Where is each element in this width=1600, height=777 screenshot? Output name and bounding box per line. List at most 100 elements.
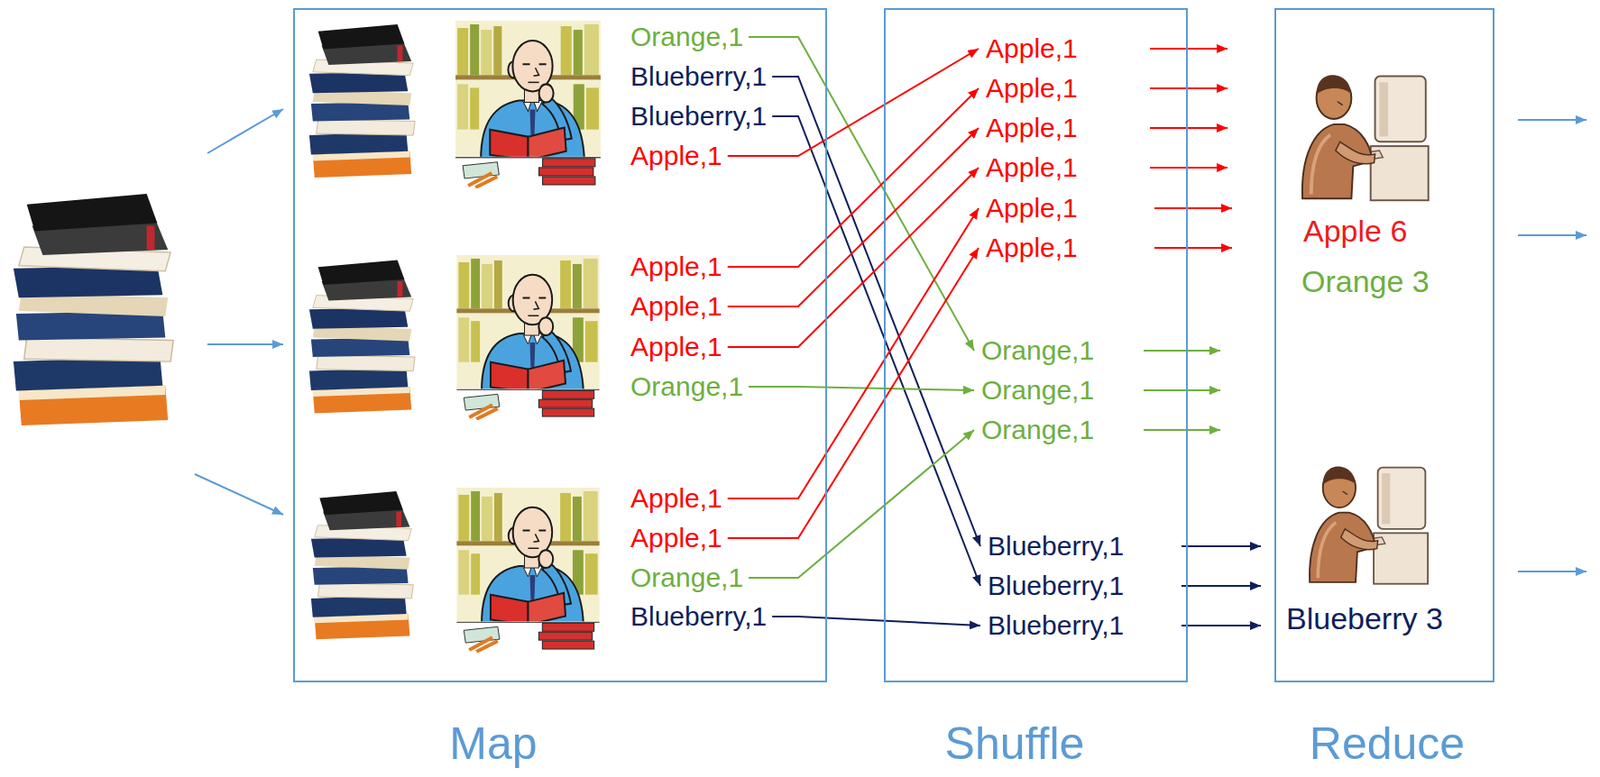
input-arrow (194, 474, 284, 515)
split-book-stack (309, 260, 415, 414)
stage-heading: Map (449, 721, 537, 767)
pair-text: Apple,1 (630, 251, 723, 284)
flow-arrow (727, 248, 979, 539)
pair-text: Blueberry 3 (1286, 601, 1444, 637)
pair-text: Orange,1 (630, 21, 744, 54)
key-value-pair: Blueberry,1 (630, 61, 767, 93)
reduce-count: Apple 6 (1303, 213, 1407, 249)
to-reducer-arrow (1143, 389, 1221, 392)
pair-text: Orange,1 (630, 562, 744, 595)
reducer-figure (1302, 74, 1429, 201)
to-reducer-arrow (1149, 87, 1228, 90)
flow-arrow (748, 386, 975, 391)
input-arrow (207, 343, 284, 346)
to-reducer-arrow (1143, 349, 1221, 352)
pair-text: Orange,1 (981, 414, 1095, 447)
flow-arrow (748, 430, 975, 579)
to-reducer-arrows (1143, 350, 1221, 431)
key-value-pair: Apple,1 (630, 331, 723, 364)
stage-heading: Reduce (1309, 721, 1465, 767)
key-value-pair: Apple,1 (630, 483, 723, 515)
split-book-stack (311, 491, 414, 640)
to-reducer-arrow (1154, 247, 1233, 249)
key-value-pair: Blueberry,1 (987, 610, 1124, 643)
pair-text: Apple,1 (985, 232, 1078, 265)
pair-text: Blueberry,1 (987, 610, 1124, 643)
output-arrow (1517, 570, 1587, 573)
to-reducer-arrow (1143, 429, 1221, 432)
key-value-pair: Orange,1 (981, 335, 1095, 368)
pair-text: Apple,1 (985, 152, 1078, 184)
key-value-pair: Orange,1 (630, 21, 744, 54)
key-value-pair: Apple,1 (985, 232, 1078, 265)
pair-text: Apple,1 (630, 140, 723, 173)
flow-arrow (772, 116, 981, 587)
pair-text: Blueberry,1 (630, 101, 767, 133)
key-value-pair: Blueberry,1 (630, 101, 767, 133)
output-arrows (1517, 119, 1587, 572)
key-value-pair: Apple,1 (985, 193, 1078, 225)
key-value-pair: Orange,1 (981, 414, 1095, 447)
pair-text: Orange,1 (981, 335, 1095, 368)
flow-arrow (727, 167, 979, 348)
to-reducer-arrow (1149, 47, 1228, 50)
flow-arrow (772, 76, 981, 547)
pair-text: Blueberry,1 (987, 570, 1124, 603)
pair-text: Apple,1 (630, 331, 723, 364)
key-value-pair: Apple,1 (630, 251, 723, 284)
stage-box: MapOrange,1Blueberry,1Blueberry,1Apple,1… (293, 8, 828, 683)
pair-text: Orange,1 (630, 371, 744, 404)
pair-text: Apple,1 (630, 291, 723, 323)
mapper-figure (456, 487, 599, 653)
reduce-count: Orange 3 (1301, 264, 1430, 300)
flow-arrow (727, 208, 979, 499)
pair-text: Apple 6 (1303, 213, 1407, 249)
pair-text: Blueberry,1 (630, 61, 767, 93)
key-value-pair: Blueberry,1 (630, 601, 767, 634)
to-reducer-arrows (1149, 48, 1233, 249)
to-reducer-arrow (1181, 545, 1261, 548)
mapper-figure (455, 20, 601, 189)
key-value-pair: Apple,1 (630, 140, 723, 173)
split-book-stack (309, 24, 415, 178)
pair-text: Orange 3 (1301, 264, 1430, 300)
to-reducer-arrow (1181, 625, 1261, 627)
pair-text: Blueberry,1 (987, 531, 1124, 563)
stage-box: ReduceApple 6Orange 3Blueberry 3 (1274, 8, 1495, 683)
stage-heading: Shuffle (945, 721, 1086, 767)
input-arrows (194, 109, 284, 515)
key-value-pair: Apple,1 (985, 152, 1078, 184)
flow-arrow (772, 616, 981, 626)
key-value-pair: Apple,1 (985, 112, 1078, 145)
flow-arrow (748, 36, 975, 351)
pair-text: Apple,1 (985, 73, 1078, 105)
output-arrow (1517, 234, 1587, 237)
key-value-pair: Apple,1 (630, 523, 723, 555)
pair-text: Apple,1 (630, 483, 723, 515)
key-value-pair: Orange,1 (630, 562, 744, 595)
pair-text: Apple,1 (985, 112, 1078, 145)
output-arrow (1517, 119, 1587, 121)
input-arrow (207, 109, 284, 154)
pair-text: Apple,1 (985, 193, 1078, 225)
pair-text: Orange,1 (981, 375, 1095, 407)
stage-box: ShuffleApple,1Apple,1Apple,1Apple,1Apple… (883, 8, 1188, 683)
input-book-stack (13, 193, 174, 426)
reduce-count: Blueberry 3 (1286, 601, 1444, 637)
pair-text: Blueberry,1 (630, 601, 767, 634)
to-reducer-arrow (1154, 207, 1233, 210)
key-value-pair: Apple,1 (630, 291, 723, 323)
to-reducer-arrow (1181, 585, 1261, 588)
pair-text: Apple,1 (630, 523, 723, 555)
key-value-pair: Apple,1 (985, 73, 1078, 105)
key-value-pair: Blueberry,1 (987, 531, 1124, 563)
to-reducer-arrows (1181, 546, 1261, 626)
key-value-pair: Orange,1 (981, 375, 1095, 407)
pair-text: Apple,1 (985, 33, 1078, 65)
key-value-pair: Blueberry,1 (987, 570, 1124, 603)
mapper-figure (456, 255, 599, 421)
reducer-figure (1309, 466, 1428, 584)
